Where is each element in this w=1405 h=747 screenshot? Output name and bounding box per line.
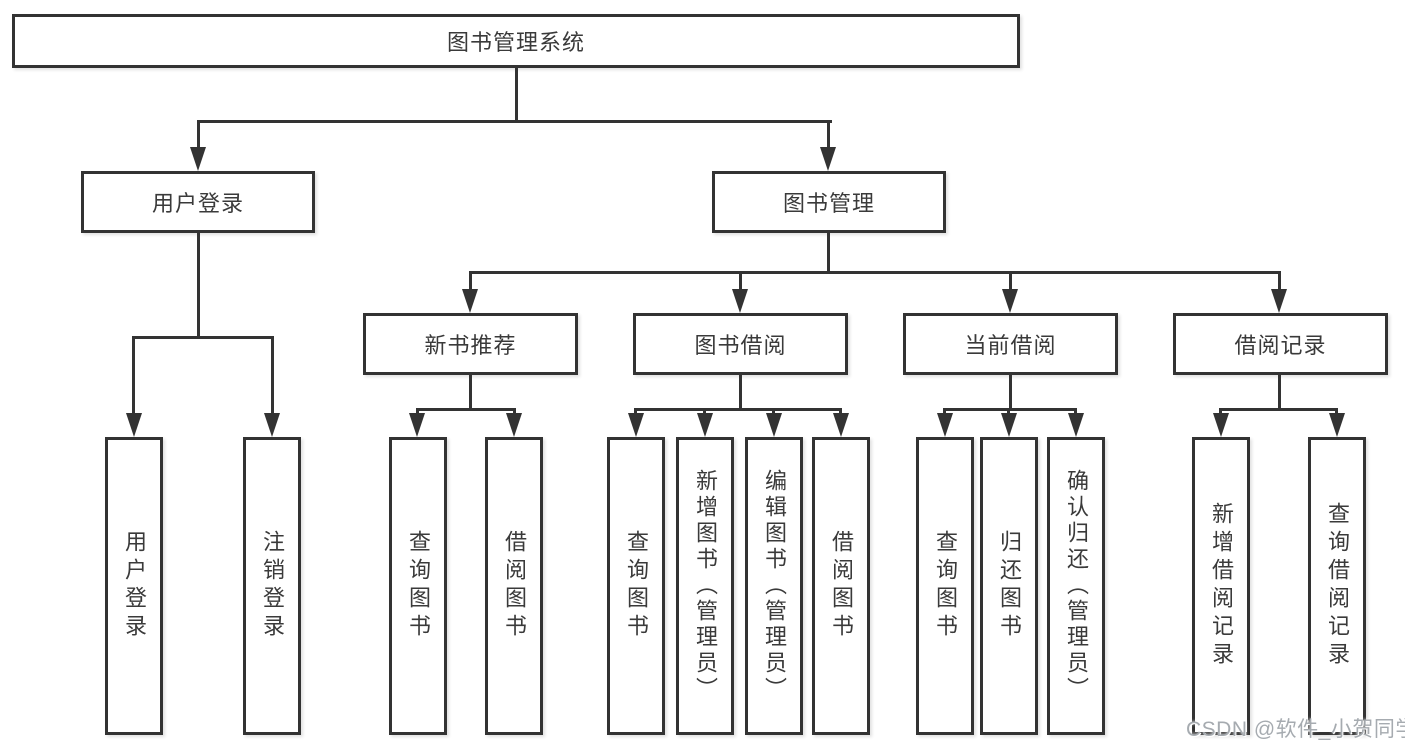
leaf-borrowing-borrow-books: 借阅图书 [812,437,870,735]
arrowhead-icon [937,413,953,437]
connector-borrowing-stem [739,375,742,408]
connector-book-mgmt-branch [469,271,1281,274]
connector-current-stem [1009,375,1012,408]
connector-recommend-stem [469,375,472,408]
connector-drop [1335,408,1338,416]
leaf-logout: 注销登录 [243,437,301,735]
connector-drop-new-book [469,271,472,289]
leaf-current-return-books: 归还图书 [980,437,1038,735]
arrowhead-icon [1271,289,1287,313]
connector-drop [839,408,842,416]
connector-records-stem [1278,375,1281,408]
node-user-login: 用户登录 [81,171,315,233]
connector-drop [513,408,516,416]
arrowhead-icon [1001,413,1017,437]
arrowhead-icon [628,413,644,437]
leaf-recommend-query-books: 查询图书 [389,437,447,735]
leaf-records-add-record: 新增借阅记录 [1192,437,1250,735]
leaf-current-query-books: 查询图书 [916,437,974,735]
connector-drop [1074,408,1077,416]
leaf-user-login: 用户登录 [105,437,163,735]
connector-borrowing-branch [634,408,841,411]
csdn-watermark: CSDN @软件_小贺同学 [1186,718,1405,741]
arrowhead-icon [697,413,713,437]
arrowhead-icon [732,289,748,313]
connector-drop [416,408,419,416]
connector-drop-book-management [827,120,830,148]
node-new-book-recommend: 新书推荐 [363,313,578,375]
arrowhead-icon [1068,413,1084,437]
arrowhead-icon [409,413,425,437]
arrowhead-icon [833,413,849,437]
arrowhead-icon [264,413,280,437]
connector-records-branch [1219,408,1338,411]
arrowhead-icon [1329,413,1345,437]
connector-drop [1007,408,1010,416]
connector-root-branch [197,120,832,123]
leaf-borrowing-add-books-admin: 新增图书（管理员） [676,437,734,735]
connector-drop [1219,408,1222,416]
arrowhead-icon [766,413,782,437]
connector-user-login-branch [132,336,274,339]
connector-root-stem [515,68,518,120]
arrowhead-icon [1002,289,1018,313]
leaf-recommend-borrow-books: 借阅图书 [485,437,543,735]
arrowhead-icon [462,289,478,313]
root-node-library-system: 图书管理系统 [12,14,1020,68]
connector-drop [943,408,946,416]
node-book-borrowing: 图书借阅 [633,313,848,375]
connector-drop-user-login [197,120,200,148]
connector-drop [634,408,637,416]
connector-drop [703,408,706,416]
node-book-management: 图书管理 [712,171,946,233]
leaf-current-confirm-return-admin: 确认归还（管理员） [1047,437,1105,735]
arrowhead-icon [190,147,206,171]
connector-current-branch [943,408,1077,411]
leaf-records-query-record: 查询借阅记录 [1308,437,1366,735]
node-borrow-records: 借阅记录 [1173,313,1388,375]
connector-drop-current [1009,271,1012,289]
connector-book-mgmt-stem [827,233,830,271]
arrowhead-icon [820,147,836,171]
arrowhead-icon [506,413,522,437]
connector-drop-borrowing [739,271,742,289]
arrowhead-icon [1213,413,1229,437]
connector-user-login-stem [197,233,200,336]
leaf-borrowing-edit-books-admin: 编辑图书（管理员） [745,437,803,735]
arrowhead-icon [126,413,142,437]
connector-recommend-branch [416,408,516,411]
connector-drop-leaf-user-login [132,336,135,413]
connector-drop [772,408,775,416]
connector-drop-leaf-logout [271,336,274,413]
connector-drop-records [1278,271,1281,289]
node-current-borrowing: 当前借阅 [903,313,1118,375]
leaf-borrowing-query-books: 查询图书 [607,437,665,735]
